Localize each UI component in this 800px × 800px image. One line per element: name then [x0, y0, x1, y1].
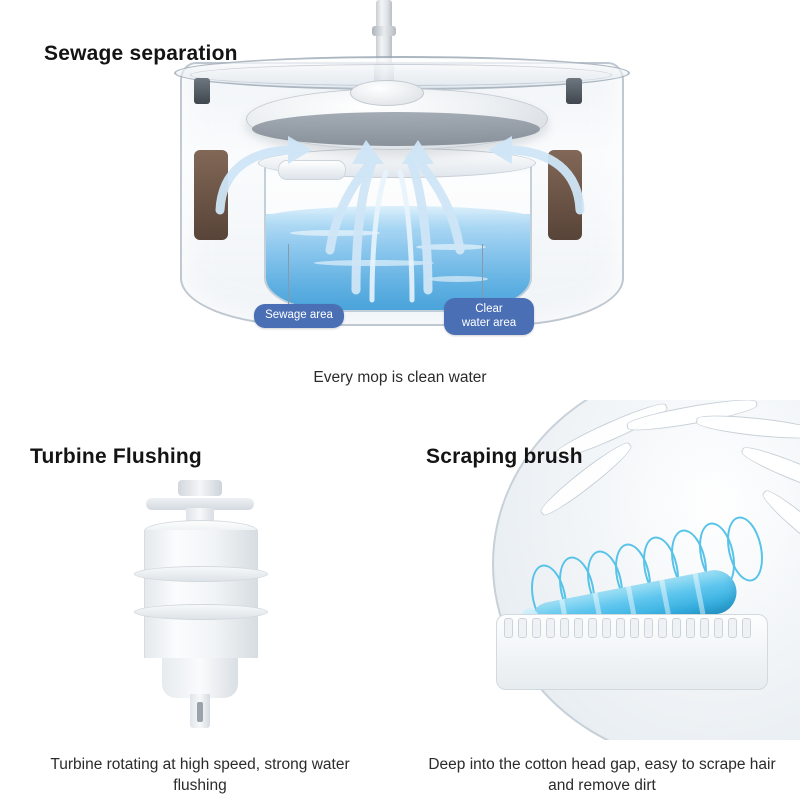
clear-water-tray: [264, 158, 532, 312]
scraping-brush-caption: Deep into the cotton head gap, easy to s…: [428, 756, 776, 794]
scraping-brush-illustration: [400, 400, 800, 740]
turbine-flushing-heading: Turbine Flushing: [30, 445, 202, 468]
turbine-neck: [186, 508, 214, 522]
turbine-cap: [178, 480, 222, 496]
turbine-body: [144, 530, 258, 658]
sewage-separation-section: Sewage separation: [44, 0, 640, 386]
sewage-separation-heading: Sewage separation: [44, 42, 238, 65]
leader-line-clear-water: [482, 244, 483, 304]
water-wave: [416, 244, 486, 250]
scraping-brush-section: Scraping brush Deep into the cotton head…: [400, 400, 800, 800]
sewage-separation-illustration: Sewage area Clear water area: [160, 0, 640, 360]
turbine-flushing-caption: Turbine rotating at high speed, strong w…: [50, 756, 350, 794]
sewage-separation-caption: Every mop is clean water: [313, 369, 487, 386]
mop-pole-collar: [372, 26, 396, 36]
turbine-flushing-section: Turbine Flushing Turbine rotating at hig…: [0, 400, 400, 800]
turbine-base: [162, 658, 238, 698]
mop-disc-band: [252, 112, 540, 146]
leader-line-sewage: [288, 244, 289, 304]
tray-spout: [278, 160, 346, 180]
mop-disc-hub: [350, 80, 424, 106]
roller-band: [692, 573, 706, 618]
turbine-illustration: [120, 480, 280, 730]
scraping-brush-heading: Scraping brush: [426, 445, 583, 468]
label-clear-water-area: Clear water area: [444, 298, 534, 336]
turbine-slot: [197, 702, 203, 722]
water-flow-arrows: [215, 136, 585, 303]
turbine-ring: [134, 566, 268, 582]
turbine-ring: [134, 604, 268, 620]
label-sewage-area: Sewage area: [254, 304, 344, 328]
brush-comb: [504, 618, 758, 638]
bucket-clip-right: [566, 78, 582, 104]
water-surface: [266, 206, 530, 232]
turbine-top-fin: [146, 498, 254, 510]
bucket-clip-left: [194, 78, 210, 104]
water-wave: [428, 276, 488, 282]
